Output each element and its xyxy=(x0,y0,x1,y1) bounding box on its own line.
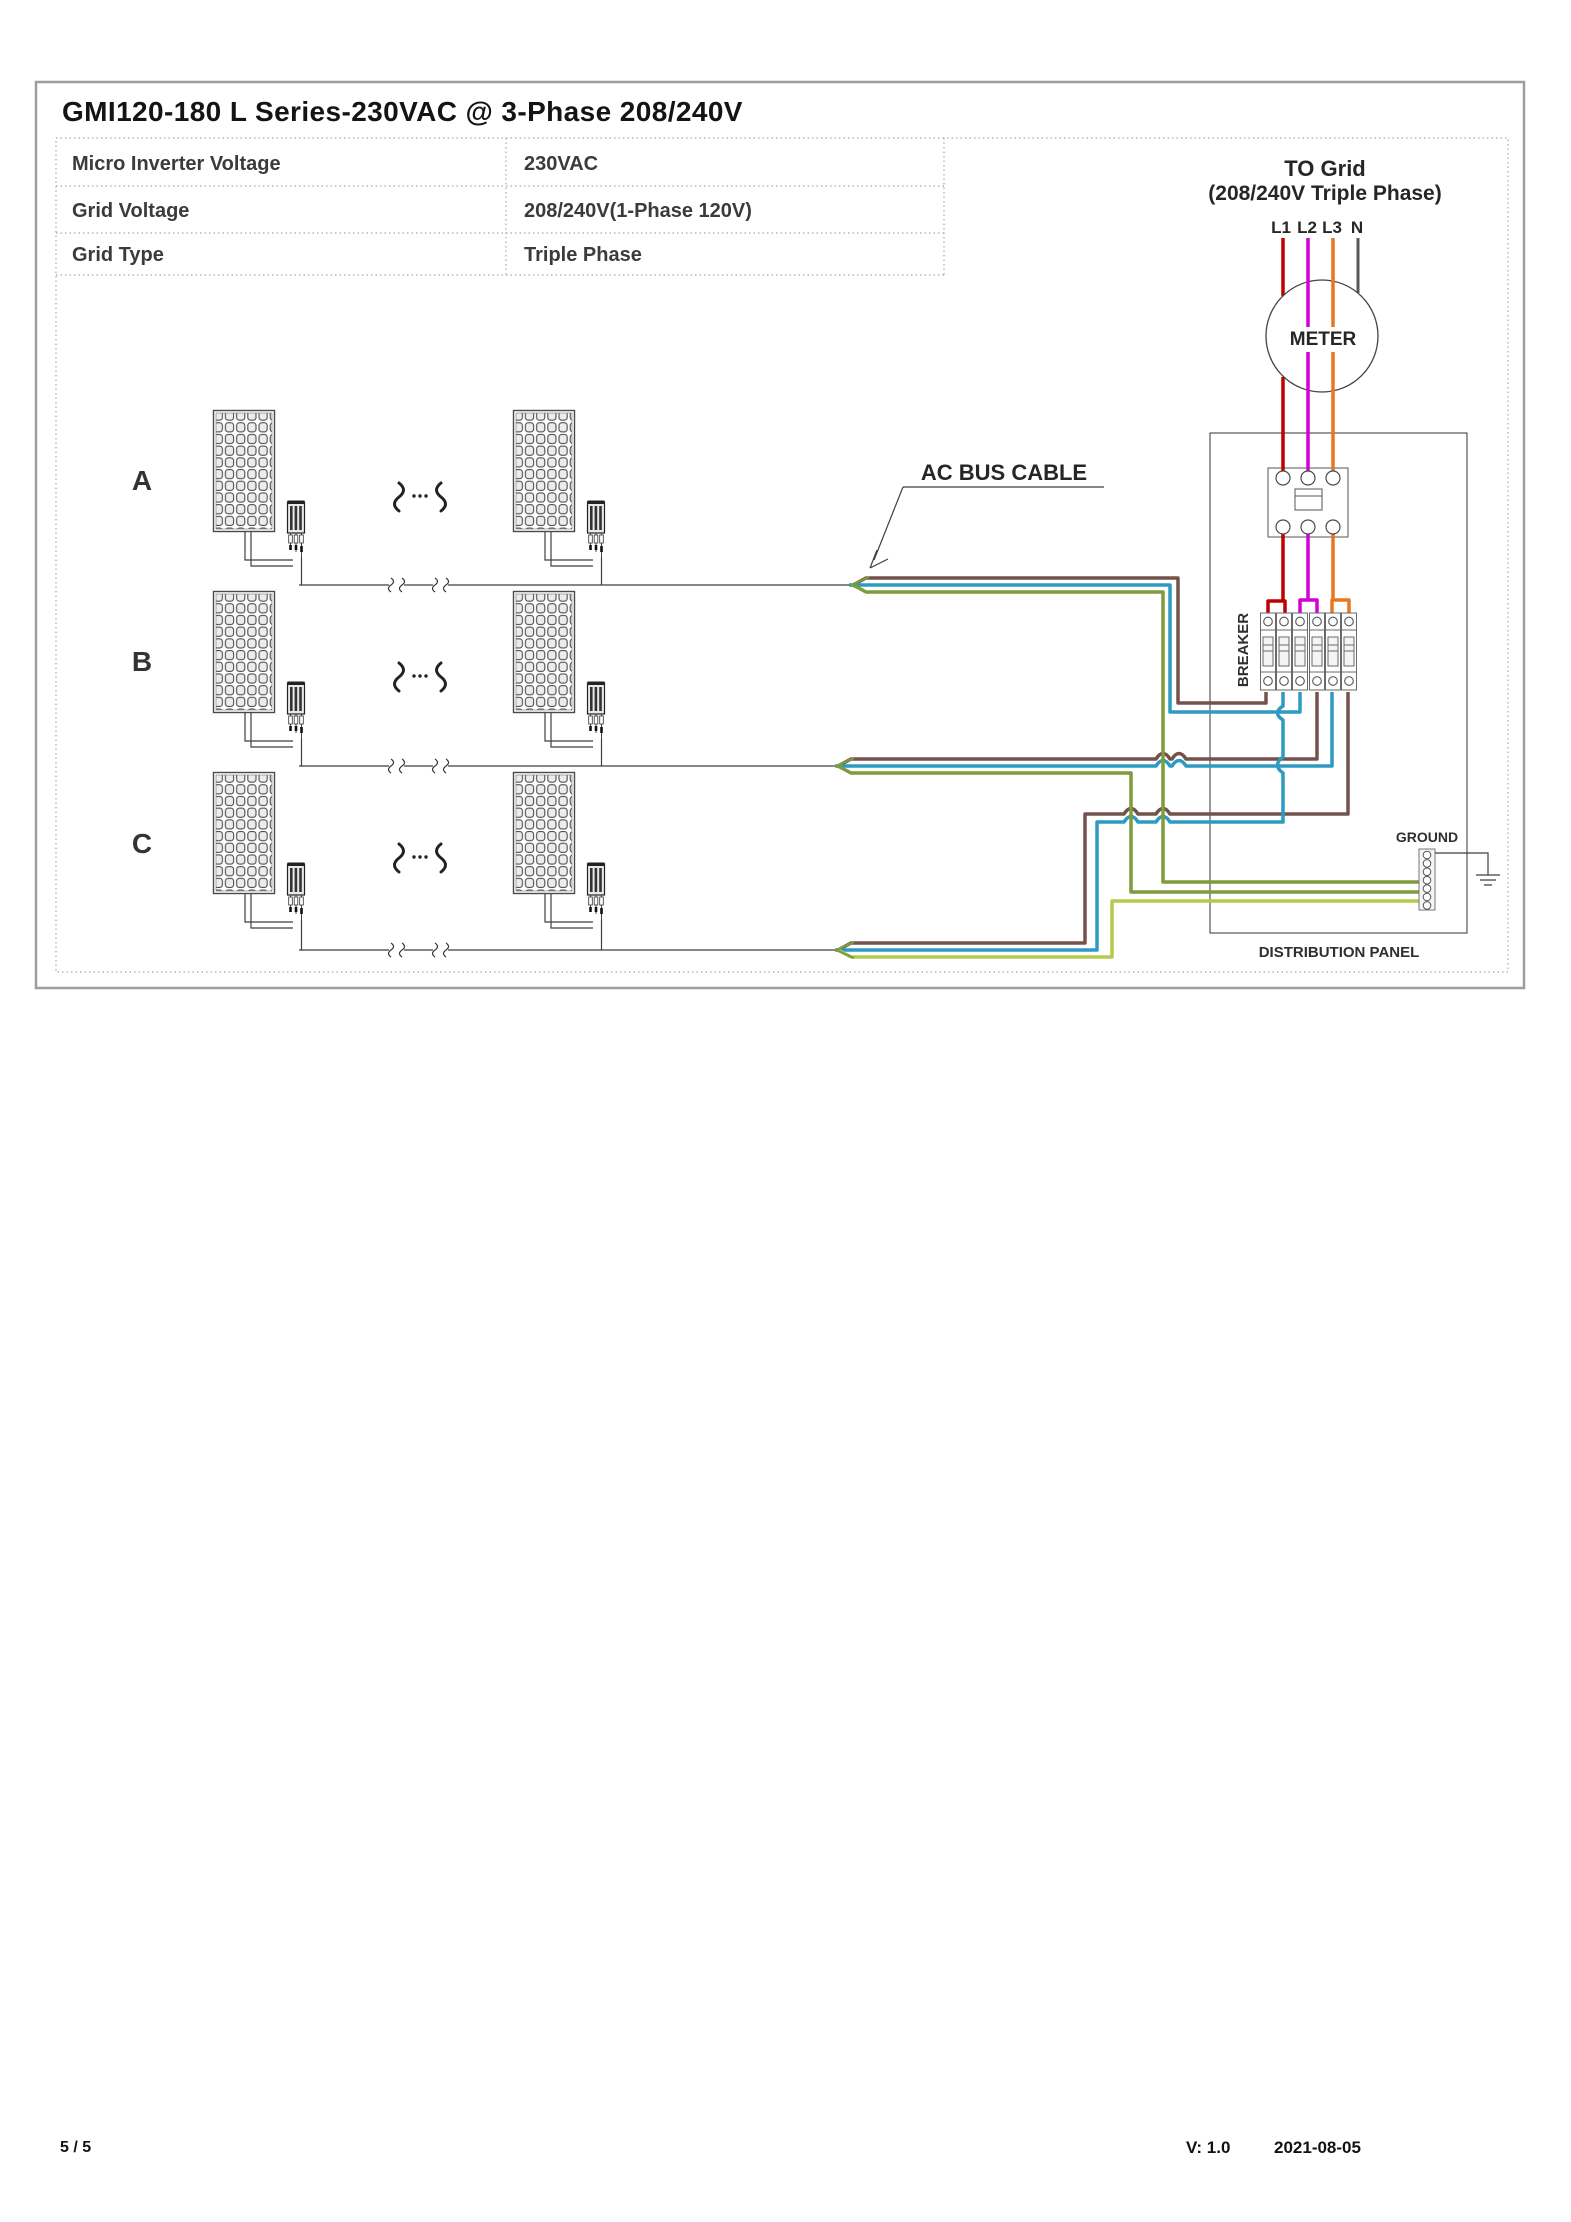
string-break-marks xyxy=(387,577,450,958)
breaker-unit xyxy=(1275,612,1293,691)
breaker-unit xyxy=(1324,612,1342,691)
breaker-label: BREAKER xyxy=(1235,613,1252,687)
breaker-unit xyxy=(1259,612,1277,691)
grid-wire-label-l3: L3 xyxy=(1322,218,1342,237)
array-continuation-mark xyxy=(393,661,447,693)
page-title: GMI120-180 L Series-230VAC @ 3-Phase 208… xyxy=(62,96,743,127)
solar-panel xyxy=(512,771,576,895)
spec-label-inverter-voltage: Micro Inverter Voltage xyxy=(72,153,281,175)
spec-table: Micro Inverter Voltage 230VAC Grid Volta… xyxy=(56,138,945,276)
breaker-unit xyxy=(1340,612,1358,691)
ac-bus-leader-line xyxy=(873,486,1104,561)
spec-value-inverter-voltage: 230VAC xyxy=(524,153,598,175)
page-border xyxy=(34,80,1526,990)
l2-phase-wire xyxy=(1298,238,1319,614)
string-cables xyxy=(244,532,856,951)
to-grid-line2: (208/240V Triple Phase) xyxy=(1208,182,1441,205)
distribution-panel-label: DISTRIBUTION PANEL xyxy=(1259,944,1420,961)
diagram-dotted-border xyxy=(55,137,1509,973)
to-grid-line1: TO Grid xyxy=(1284,156,1366,181)
distribution-panel-box xyxy=(1209,432,1468,934)
solar-panel xyxy=(212,409,276,533)
l3-phase-wire xyxy=(1330,238,1351,614)
main-switch-actuator xyxy=(1294,488,1323,511)
spec-label-grid-type: Grid Type xyxy=(72,244,164,266)
ac-bus-label: AC BUS CABLE xyxy=(921,460,1087,485)
micro-inverter-icon xyxy=(586,680,606,740)
branch-a-label: A xyxy=(132,465,152,496)
ground-label: GROUND xyxy=(1396,829,1458,845)
footer-date: 2021-08-05 xyxy=(1274,2138,1361,2157)
grid-wire-label-l1: L1 xyxy=(1271,218,1291,237)
branch-c-label: C xyxy=(132,828,152,859)
to-grid-header: TO Grid (208/240V Triple Phase) L1 L2 L3… xyxy=(1208,156,1441,237)
micro-inverter-icon xyxy=(586,499,606,559)
branch-b-label: B xyxy=(132,646,152,677)
earth-symbol xyxy=(1435,852,1500,886)
spec-value-grid-type: Triple Phase xyxy=(524,244,642,266)
breaker-bank xyxy=(1259,612,1358,691)
solar-panel xyxy=(212,771,276,895)
meter-label: METER xyxy=(1290,329,1357,350)
meter-label-backplate xyxy=(1291,327,1355,352)
page-footer: 5 / 5 V: 1.0 2021-08-05 xyxy=(60,2138,1361,2157)
solar-panel xyxy=(512,409,576,533)
array-continuation-mark xyxy=(393,481,447,513)
grid-wire-label-n: N xyxy=(1351,218,1363,237)
bus-cable-arrow-tips xyxy=(834,575,870,960)
footer-version: V: 1.0 xyxy=(1186,2138,1230,2157)
footer-page-indicator: 5 / 5 xyxy=(60,2139,91,2156)
micro-inverter-icon xyxy=(286,861,306,921)
spec-label-grid-voltage: Grid Voltage xyxy=(72,200,189,222)
grid-wire-label-l2: L2 xyxy=(1297,218,1317,237)
breaker-unit xyxy=(1291,612,1309,691)
solar-panel xyxy=(512,590,576,714)
array-continuation-mark xyxy=(393,842,447,874)
pv-branch-rows xyxy=(212,409,856,958)
ac-bus-callout: AC BUS CABLE xyxy=(869,460,1104,569)
ac-bus-leader-arrow xyxy=(869,549,889,569)
micro-inverter-icon xyxy=(286,499,306,559)
solar-panel xyxy=(212,590,276,714)
ground-terminal-block: GROUND xyxy=(1396,829,1500,911)
spec-value-grid-voltage: 208/240V(1-Phase 120V) xyxy=(524,200,752,222)
micro-inverter-icon xyxy=(286,680,306,740)
main-switch-terminals xyxy=(1275,470,1341,535)
micro-inverter-icon xyxy=(586,861,606,921)
breaker-unit xyxy=(1308,612,1326,691)
l1-phase-wire xyxy=(1266,238,1287,614)
